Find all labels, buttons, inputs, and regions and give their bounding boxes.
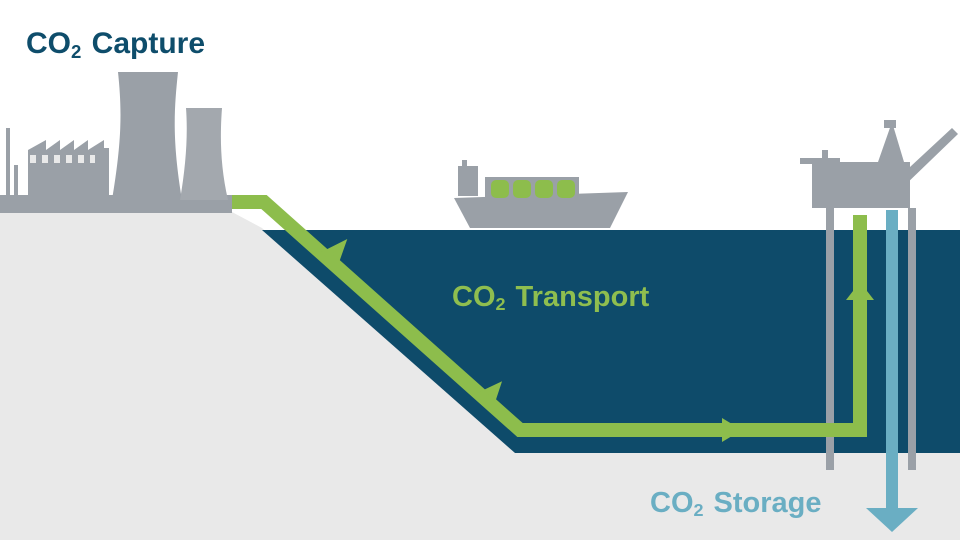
capture-label: CO2 Capture xyxy=(26,29,205,61)
capture-label-rest: Capture xyxy=(83,27,206,60)
sea xyxy=(262,230,960,453)
storage-label-sub: 2 xyxy=(693,500,704,521)
storage-label-rest: Storage xyxy=(705,487,822,519)
transport-label-sub: 2 xyxy=(495,294,506,315)
storage-label-main: CO xyxy=(650,487,694,519)
capture-label-sub: 2 xyxy=(71,40,82,62)
ship-icon xyxy=(454,160,628,228)
storage-label: CO2 Storage xyxy=(650,487,822,521)
transport-label-rest: Transport xyxy=(507,281,650,313)
transport-label-main: CO xyxy=(452,281,496,313)
transport-label: CO2 Transport xyxy=(452,281,650,315)
factory-icon xyxy=(0,72,232,213)
capture-label-main: CO xyxy=(26,27,71,60)
storage-flow-arrow xyxy=(866,210,918,532)
co2-pipeline xyxy=(232,195,874,442)
land-and-seabed xyxy=(0,212,960,540)
platform-icon xyxy=(800,120,958,470)
